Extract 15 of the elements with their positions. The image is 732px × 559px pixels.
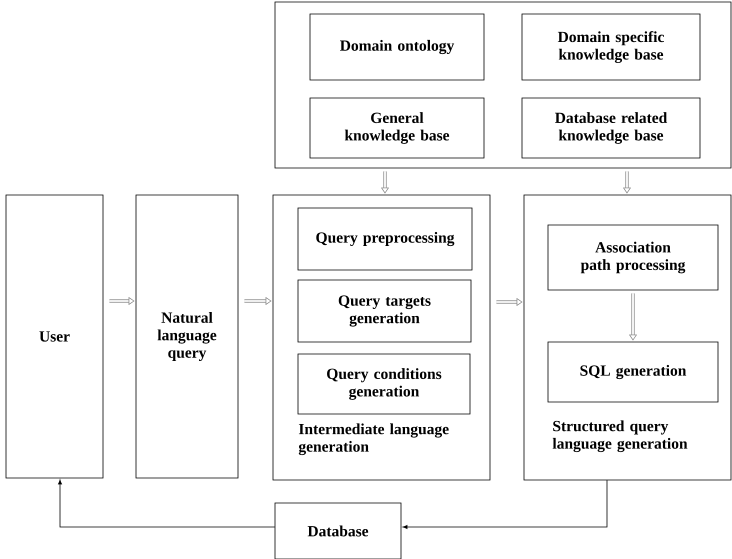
arrow	[402, 480, 608, 529]
process-box: Database related knowledge base	[522, 98, 700, 158]
process-box: User	[6, 194, 104, 478]
process-box: Database	[274, 502, 402, 559]
group-box	[274, 2, 732, 168]
process-box: SQL generation	[548, 342, 718, 402]
process-box: Query conditions generation	[298, 354, 470, 414]
arrow	[58, 480, 275, 528]
process-box: Association path processing	[548, 224, 718, 290]
process-box: Query targets generation	[298, 280, 472, 342]
process-box: General knowledge base	[310, 98, 484, 158]
process-box: Domain specific knowledge base	[522, 14, 700, 80]
process-box: Domain ontology	[310, 14, 484, 80]
process-box: Natural language query	[136, 194, 238, 478]
process-box: Query preprocessing	[298, 208, 472, 270]
